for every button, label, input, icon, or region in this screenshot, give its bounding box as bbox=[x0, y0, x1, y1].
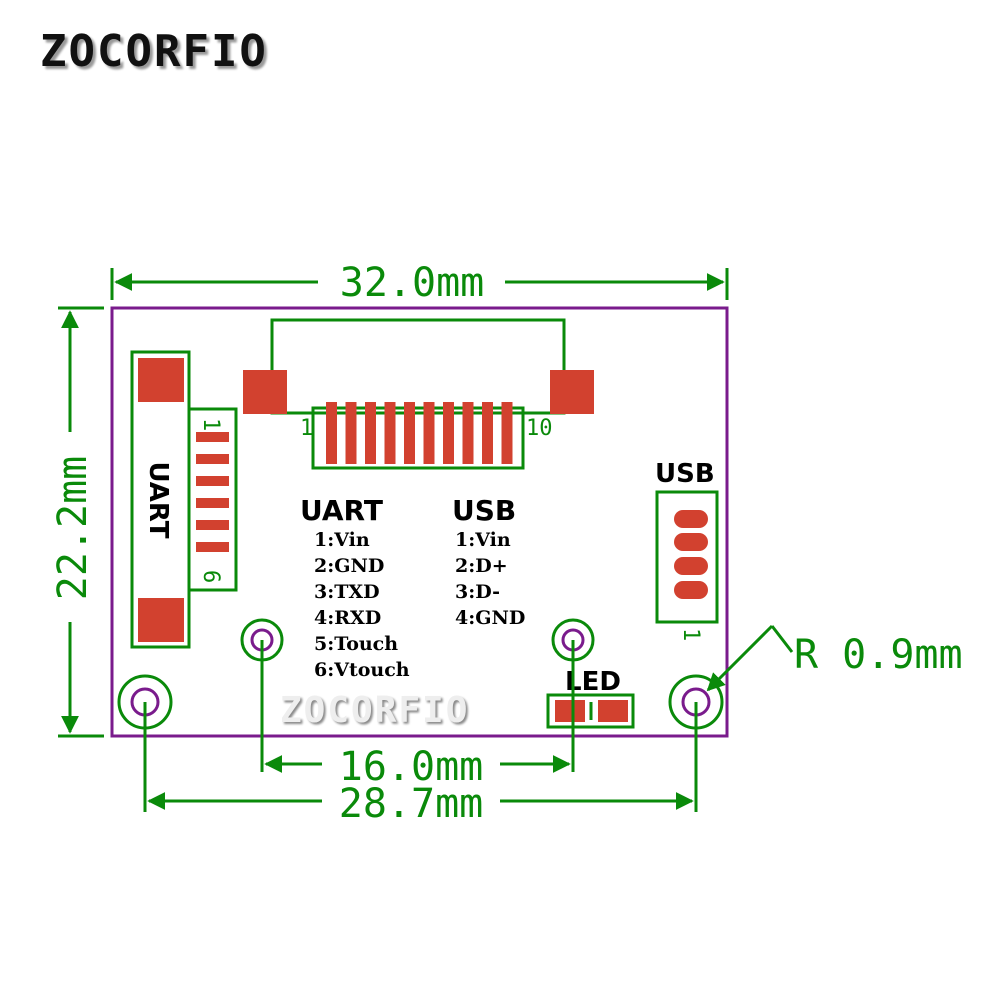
top-connector-pin-last: 10 bbox=[526, 416, 553, 441]
top-connector-pins bbox=[326, 402, 513, 464]
uart-connector-pin bbox=[196, 454, 229, 464]
uart-pinout-item: 1:Vin bbox=[314, 529, 370, 551]
usb-pinout-item: 1:Vin bbox=[455, 529, 511, 551]
dimension-inner-holes-label: 16.0mm bbox=[339, 744, 484, 790]
top-connector-pin bbox=[501, 402, 513, 464]
dimension-outer-holes-label: 28.7mm bbox=[339, 781, 484, 827]
usb-connector-pin-first: 1 bbox=[678, 628, 703, 641]
usb-pinout-title: USB bbox=[452, 494, 516, 527]
radius-callout-label: R 0.9mm bbox=[794, 632, 963, 678]
uart-connector-pin bbox=[196, 432, 229, 442]
uart-pinout-title: UART bbox=[300, 494, 383, 527]
usb-pinout-item: 2:D+ bbox=[455, 555, 508, 577]
top-connector-pin bbox=[345, 402, 357, 464]
uart-connector-label: UART bbox=[143, 461, 173, 538]
uart-connector-pin-first: 1 bbox=[198, 418, 223, 431]
dimension-height bbox=[58, 306, 104, 738]
uart-connector-pin bbox=[196, 476, 229, 486]
usb-connector-label: USB bbox=[655, 459, 715, 489]
usb-connector bbox=[655, 490, 719, 624]
top-connector-pin bbox=[365, 402, 376, 464]
top-connector bbox=[243, 318, 594, 470]
uart-pinout-list: 1:Vin 2:GND 3:TXD 4:RXD 5:Touch 6:Vtouch bbox=[314, 529, 410, 681]
board-outline bbox=[110, 306, 729, 738]
usb-pinout-item: 4:GND bbox=[455, 607, 525, 629]
top-connector-pin-first: 1 bbox=[300, 416, 313, 441]
top-connector-pin bbox=[423, 402, 435, 464]
top-connector-pin bbox=[404, 402, 415, 464]
top-connector-pin bbox=[462, 402, 474, 464]
uart-connector-pin-last: 6 bbox=[198, 570, 223, 583]
uart-pinout-item: 4:RXD bbox=[314, 607, 381, 629]
uart-pinout-item: 2:GND bbox=[314, 555, 384, 577]
top-connector-pin bbox=[482, 402, 493, 464]
led-footprint bbox=[546, 693, 635, 729]
usb-pinout-item: 3:D- bbox=[455, 581, 500, 603]
brand-logo: ZOCORFIO bbox=[40, 26, 268, 77]
uart-connector-pins bbox=[196, 432, 229, 552]
dimension-width-label: 32.0mm bbox=[340, 260, 485, 306]
uart-pinout-item: 5:Touch bbox=[314, 633, 398, 655]
dimension-outer-holes bbox=[143, 702, 698, 812]
top-connector-pin bbox=[326, 402, 337, 464]
uart-connector-pin bbox=[196, 498, 229, 508]
radius-callout bbox=[706, 624, 794, 692]
watermark: ZOCORFIO bbox=[280, 690, 470, 731]
dimension-inner-holes bbox=[260, 640, 575, 773]
uart-connector-pin bbox=[196, 542, 229, 552]
top-connector-pin bbox=[384, 402, 396, 464]
dimension-height-label: 22.2mm bbox=[50, 456, 96, 601]
dimension-width bbox=[110, 268, 729, 300]
uart-pinout-item: 6:Vtouch bbox=[314, 659, 410, 681]
usb-pinout-list: 1:Vin 2:D+ 3:D- 4:GND bbox=[455, 529, 525, 629]
top-connector-pin bbox=[443, 402, 454, 464]
uart-connector-pin bbox=[196, 520, 229, 530]
uart-connector bbox=[130, 350, 238, 649]
uart-pinout-item: 3:TXD bbox=[314, 581, 380, 603]
